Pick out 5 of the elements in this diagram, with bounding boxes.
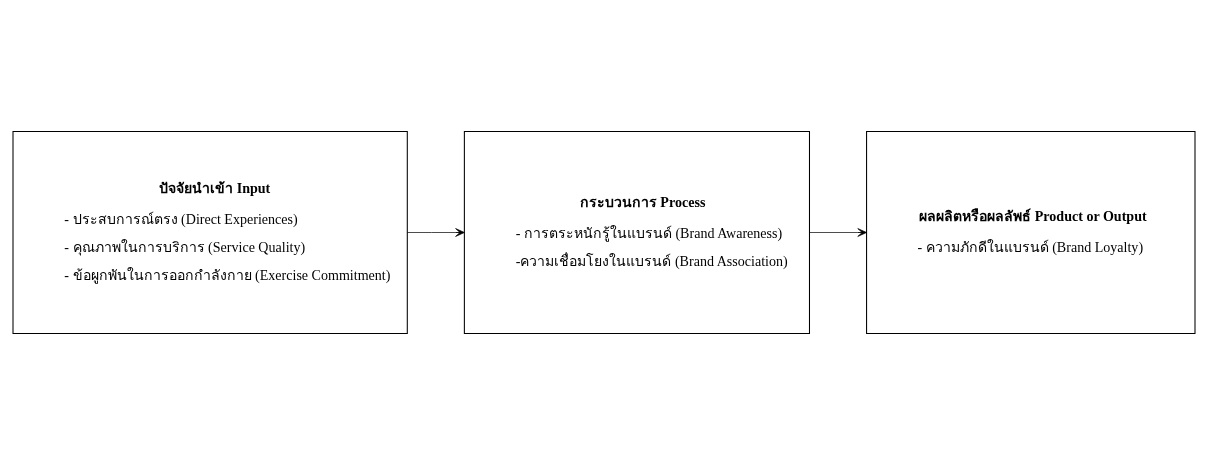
arrow <box>809 227 867 237</box>
node-box: ผลผลิตหรือผลลัพธ์ Product or Output - ความภักดีในแบรนด์ (Brand Loyalty) <box>866 130 1196 334</box>
arrow <box>407 227 465 237</box>
node-box: ปัจจัยนำเข้า Input - ประสบการณ์ตรง (Direct Experiences) - คุณภาพในการบริการ (Service Quality) - ข้อผูกพันในการออกกำลังกาย (Exercise Commitment) <box>12 130 408 334</box>
node-box: กระบวนการ Process - การตระหนักรู้ในแบรนด์ (Brand Awareness) -ความเชื่อมโยงในแบรนด์ (Brand Association) <box>463 130 810 334</box>
